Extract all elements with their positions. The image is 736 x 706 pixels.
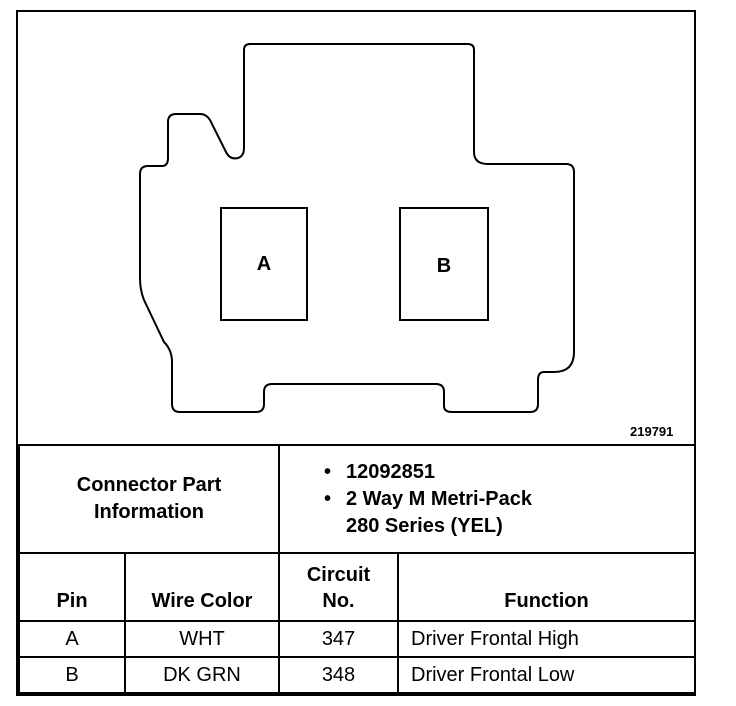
row-pin: A xyxy=(18,620,126,658)
header-circuit-no: Circuit No. xyxy=(278,552,399,622)
connector-part-label: Connector Part Information xyxy=(18,444,280,554)
row-circuit: 348 xyxy=(278,656,399,694)
row-wire-color: WHT xyxy=(124,620,280,658)
bullet-icon: • xyxy=(324,487,332,510)
connector-end-view-sheet: A B 219791 Connector Part Information • 1… xyxy=(16,10,696,696)
header-pin: Pin xyxy=(18,552,126,622)
table-row: B DK GRN 348 Driver Frontal Low xyxy=(18,656,696,694)
connector-diagram: A B 219791 xyxy=(18,12,694,444)
connector-part-list: • 12092851 • 2 Way M Metri-Pack 280 Series… xyxy=(278,444,696,554)
part-description: 2 Way M Metri-Pack xyxy=(346,487,532,510)
row-function: Driver Frontal High xyxy=(397,620,696,658)
pin-cavity-a xyxy=(220,207,308,321)
table-row: A WHT 347 Driver Frontal High xyxy=(18,620,696,658)
header-circuit-line1: Circuit xyxy=(306,564,371,586)
row-pin: B xyxy=(18,656,126,694)
header-wire-color: Wire Color xyxy=(124,552,280,622)
connector-outline-drawing: A B xyxy=(139,43,575,413)
connector-part-label-line2: Information xyxy=(94,501,204,523)
row-function: Driver Frontal Low xyxy=(397,656,696,694)
pin-label-b: B xyxy=(437,255,451,277)
row-wire-color: DK GRN xyxy=(124,656,280,694)
pin-cavity-b xyxy=(399,207,489,321)
connector-housing-outline xyxy=(139,43,575,413)
connector-part-label-line1: Connector Part xyxy=(76,474,222,496)
part-description-continuation: 280 Series (YEL) xyxy=(346,514,503,537)
connector-part-row: Connector Part Information • 12092851 • 2 … xyxy=(18,444,696,554)
row-circuit: 347 xyxy=(278,620,399,658)
table-header-row: Pin Wire Color Circuit No. Function xyxy=(18,552,696,622)
figure-number: 219791 xyxy=(630,424,674,439)
part-item: • 12092851 xyxy=(324,459,694,486)
header-circuit-line2: No. xyxy=(322,590,355,612)
connector-info-table: Connector Part Information • 12092851 • 2 … xyxy=(18,444,696,694)
part-number: 12092851 xyxy=(346,460,435,483)
part-item: • 2 Way M Metri-Pack xyxy=(324,486,694,513)
pin-label-a: A xyxy=(257,253,271,275)
header-function: Function xyxy=(397,552,696,622)
bullet-icon: • xyxy=(324,460,332,483)
